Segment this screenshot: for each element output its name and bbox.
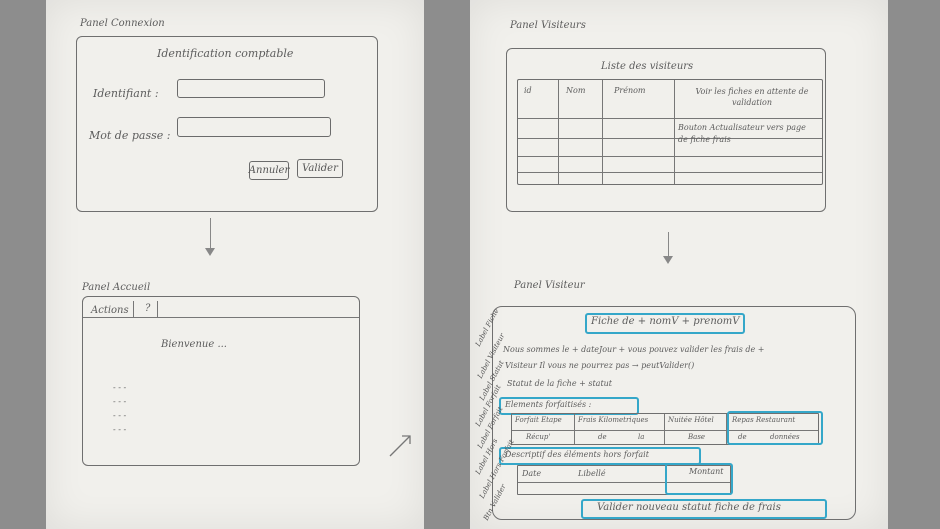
placeholder-dots: - - - — [113, 425, 127, 434]
validate-status-button[interactable]: Valider nouveau statut fiche de frais — [597, 502, 781, 513]
forfait-cell: de — [738, 433, 747, 441]
message-line-2: Visiteur Il vous ne pourrez pas → peutVa… — [505, 361, 695, 370]
fiche-title-highlight — [585, 313, 745, 334]
panel-visiteurs-title: Panel Visiteurs — [510, 20, 586, 31]
login-window: Identification comptable Identifiant : M… — [76, 36, 378, 212]
home-window: Actions ? Bienvenue ... - - - - - - - - … — [82, 296, 360, 466]
flow-arrow-head — [205, 248, 215, 256]
welcome-text: Bienvenue ... — [161, 339, 227, 350]
fiche-title: Fiche de + nomV + prenomV — [591, 316, 740, 327]
col-prenom: Prénom — [614, 86, 646, 95]
forfait-title-highlight — [499, 397, 639, 415]
forfait-row-divider — [512, 430, 818, 431]
message-line-1: Nous sommes le + dateJour + vous pouvez … — [503, 345, 765, 354]
forfait-cell: de — [598, 433, 607, 441]
right-sketch-page: Panel Visiteurs Liste des visiteurs id N… — [470, 0, 888, 529]
hors-col-libelle: Libellé — [578, 469, 606, 478]
col-nom: Nom — [566, 86, 586, 95]
forfait-col-divider — [726, 414, 727, 444]
hors-row-divider — [518, 482, 730, 483]
table-col-divider — [558, 80, 559, 184]
table-header-divider — [518, 118, 822, 119]
forfait-cell: données — [770, 433, 800, 441]
corner-arrow-icon — [389, 435, 411, 457]
forfait-cell: Base — [688, 433, 706, 441]
forfait-title: Elements forfaitisés : — [505, 400, 592, 409]
pwd-label: Mot de passe : — [89, 129, 171, 142]
hors-col-montant: Montant — [689, 467, 724, 476]
hors-forfait-title-highlight — [499, 447, 701, 465]
forfait-repas-highlight — [727, 411, 823, 445]
panel-accueil-title: Panel Accueil — [82, 282, 151, 293]
forfait-col-etape: Forfait Etape — [515, 416, 562, 424]
refresh-button-note: Bouton Actualisateur vers page de fiche … — [678, 123, 806, 144]
visitor-window: Fiche de + nomV + prenomV Nous sommes le… — [492, 306, 856, 520]
forfait-col-divider — [574, 414, 575, 444]
forfait-col-nuitee: Nuitée Hôtel — [668, 416, 714, 424]
table-col-divider — [674, 80, 675, 184]
menu-separator — [133, 301, 134, 317]
hors-montant-highlight — [665, 463, 733, 495]
table-row-divider — [518, 156, 822, 157]
validate-status-button-highlight — [581, 499, 827, 519]
panel-connexion-title: Panel Connexion — [80, 18, 165, 29]
cancel-button[interactable]: Annuler — [249, 161, 289, 180]
placeholder-dots: - - - — [113, 383, 127, 392]
statut-label: Statut de la fiche + statut — [507, 379, 613, 388]
menu-actions[interactable]: Actions — [91, 305, 129, 316]
pwd-field[interactable] — [177, 117, 331, 137]
menu-bar-divider — [83, 317, 359, 318]
table-row-divider — [518, 138, 822, 139]
flow-arrow-line — [210, 218, 211, 248]
hors-forfait-title: Descriptif des éléments hors forfait — [505, 450, 649, 459]
visitors-window: Liste des visiteurs id Nom Prénom Voir l… — [506, 48, 826, 212]
forfait-col-divider — [664, 414, 665, 444]
col-id: id — [524, 86, 532, 95]
visitors-table: id Nom Prénom Voir les fiches en attente… — [517, 79, 823, 185]
table-col-divider — [602, 80, 603, 184]
panel-visiteur-title: Panel Visiteur — [514, 280, 585, 291]
hors-col-date: Date — [522, 469, 542, 478]
forfait-cell: Récup' — [526, 433, 551, 441]
validate-button[interactable]: Valider — [297, 159, 343, 178]
placeholder-dots: - - - — [113, 411, 127, 420]
menu-help[interactable]: ? — [145, 303, 151, 314]
id-label: Identifiant : — [93, 87, 159, 100]
forfait-col-km: Frais Kilometriques — [578, 416, 649, 424]
hors-forfait-table: Date Libellé — [517, 465, 731, 495]
menu-separator — [157, 301, 158, 317]
flow-arrow-line — [668, 232, 669, 258]
col-voir-fiches: Voir les fiches en attente de validation — [695, 87, 809, 107]
flow-arrow-head — [663, 256, 673, 264]
placeholder-dots: - - - — [113, 397, 127, 406]
forfait-col-repas: Repas Restaurant — [732, 416, 796, 424]
visitors-list-title: Liste des visiteurs — [601, 61, 694, 72]
forfait-cell: la — [638, 433, 645, 441]
id-field[interactable] — [177, 79, 325, 98]
forfait-table: Forfait Etape Frais Kilometriques Nuitée… — [511, 413, 819, 445]
left-sketch-page: Panel Connexion Identification comptable… — [46, 0, 424, 529]
login-heading: Identification comptable — [157, 47, 294, 60]
table-row-divider — [518, 172, 822, 173]
